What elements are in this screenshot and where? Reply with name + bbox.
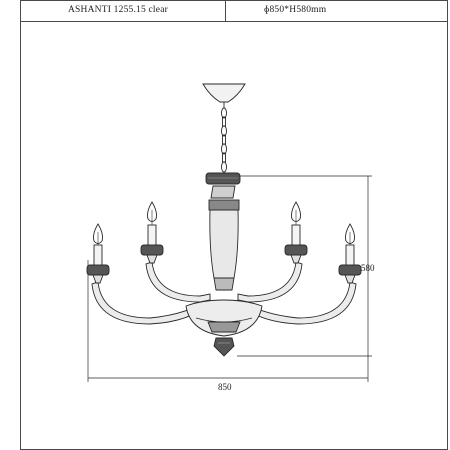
- cup-inner-left: [140, 244, 164, 256]
- candle-outer-right: [345, 244, 355, 266]
- cup-outer-right: [338, 264, 362, 276]
- glass-column: [209, 209, 239, 279]
- ceiling-canopy: [202, 83, 246, 103]
- bottom-bowl: [185, 299, 263, 337]
- cup-inner-right: [284, 244, 308, 256]
- bowl-ring: [207, 321, 241, 333]
- width-dimension-label: 850: [218, 382, 232, 392]
- candle-outer-left: [93, 244, 103, 266]
- candle-inner-right: [291, 224, 301, 246]
- candle-inner-left: [147, 224, 157, 246]
- arms: [91, 261, 357, 325]
- cup-outer-left: [86, 264, 110, 276]
- chain: [221, 107, 227, 173]
- arm-inner-left: [145, 261, 211, 303]
- column-base: [213, 277, 235, 291]
- dimension-lines: [87, 175, 372, 382]
- bottom-finial: [213, 337, 235, 357]
- column-cap: [210, 185, 236, 199]
- top-crystal-collar: [205, 172, 241, 185]
- height-dimension-label: 580: [361, 263, 375, 273]
- dimensions-spec: ɸ850*H580mm: [264, 5, 327, 15]
- chandelier: [86, 83, 362, 357]
- column-ring: [208, 199, 240, 211]
- model-name: ASHANTI 1255.15 clear: [68, 5, 168, 15]
- arm-inner-right: [237, 261, 303, 303]
- candle-cups: [86, 244, 362, 276]
